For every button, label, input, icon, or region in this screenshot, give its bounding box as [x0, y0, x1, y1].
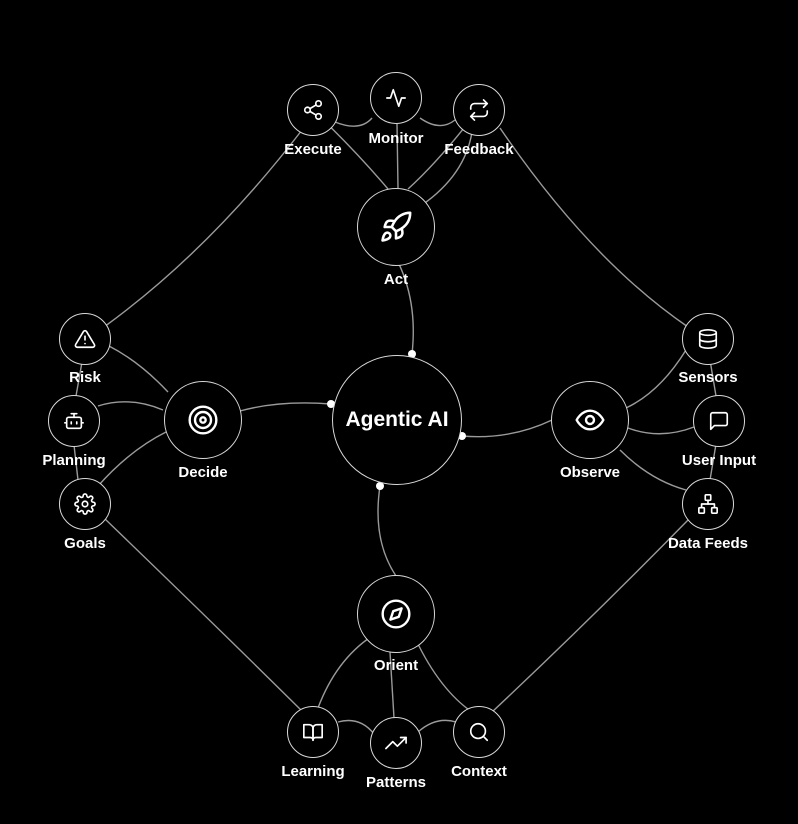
- edge-execute-risk: [103, 129, 303, 328]
- edge-orient-patterns: [389, 651, 395, 719]
- search-icon: [469, 722, 489, 742]
- label-act: Act: [383, 271, 409, 288]
- edge-planning-goals: [73, 444, 79, 481]
- network-icon: [698, 494, 718, 514]
- edge-execute-monitor: [334, 117, 373, 127]
- edge-observe-userinput: [627, 426, 695, 435]
- edge-decide-risk: [108, 345, 169, 393]
- junction-dot: [458, 432, 466, 440]
- label-decide: Decide: [178, 464, 228, 481]
- chat-icon: [709, 411, 729, 431]
- trending-up-icon: [385, 736, 407, 750]
- node-risk[interactable]: [59, 313, 111, 365]
- label-observe: Observe: [559, 464, 621, 481]
- edge-orient-context: [415, 639, 473, 713]
- edge-feedback-sensors: [499, 127, 689, 328]
- label-data-feeds: Data Feeds: [667, 535, 749, 552]
- edge-risk-planning: [75, 361, 83, 397]
- center-node[interactable]: Agentic AI: [332, 355, 462, 485]
- node-decide[interactable]: [164, 381, 242, 459]
- compass-icon: [381, 599, 411, 629]
- eye-icon: [575, 409, 605, 431]
- node-sensors[interactable]: [682, 313, 734, 365]
- edge-center-act: [395, 257, 414, 355]
- edge-sensors-userinput: [709, 359, 717, 397]
- label-sensors: Sensors: [678, 369, 738, 386]
- node-execute[interactable]: [287, 84, 339, 136]
- edge-center-orient: [377, 485, 397, 577]
- label-goals: Goals: [64, 535, 106, 552]
- activity-icon: [386, 88, 406, 108]
- junction-dot: [327, 400, 335, 408]
- label-user-input: User Input: [681, 452, 757, 469]
- edge-observe-datafeeds: [619, 449, 687, 491]
- share-icon: [303, 100, 323, 120]
- database-icon: [698, 329, 718, 349]
- label-context: Context: [451, 763, 507, 780]
- repeat-icon: [469, 99, 489, 121]
- junction-dot: [408, 350, 416, 358]
- node-observe[interactable]: [551, 381, 629, 459]
- edge-patterns-context: [417, 719, 457, 733]
- edge-monitor-feedback: [419, 117, 456, 127]
- node-act[interactable]: [357, 188, 435, 266]
- label-risk: Risk: [69, 369, 101, 386]
- node-orient[interactable]: [357, 575, 435, 653]
- label-planning: Planning: [42, 452, 106, 469]
- edge-center-decide: [239, 402, 332, 412]
- edge-orient-learning: [317, 635, 373, 709]
- junction-dot: [376, 482, 384, 490]
- node-data-feeds[interactable]: [682, 478, 734, 530]
- edge-decide-goals: [97, 431, 167, 487]
- node-context[interactable]: [453, 706, 505, 758]
- center-label: Agentic AI: [345, 408, 449, 431]
- label-orient: Orient: [373, 657, 419, 674]
- book-icon: [303, 723, 323, 742]
- edge-act-monitor: [396, 123, 399, 189]
- label-execute: Execute: [284, 141, 342, 158]
- edge-act-feedback-2: [421, 131, 473, 206]
- warning-icon: [74, 329, 96, 349]
- edge-center-observe: [461, 419, 553, 438]
- node-feedback[interactable]: [453, 84, 505, 136]
- gear-icon: [74, 493, 96, 515]
- edge-decide-planning: [97, 401, 164, 411]
- label-patterns: Patterns: [365, 774, 427, 791]
- label-monitor: Monitor: [368, 130, 424, 147]
- node-monitor[interactable]: [370, 72, 422, 124]
- edge-learning-patterns: [337, 719, 375, 735]
- node-planning[interactable]: [48, 395, 100, 447]
- label-learning: Learning: [281, 763, 345, 780]
- node-user-input[interactable]: [693, 395, 745, 447]
- edge-goals-learning: [103, 517, 304, 713]
- edge-datafeeds-context: [491, 517, 691, 713]
- node-patterns[interactable]: [370, 717, 422, 769]
- robot-icon: [64, 412, 84, 430]
- node-learning[interactable]: [287, 706, 339, 758]
- rocket-icon: [381, 211, 412, 242]
- label-feedback: Feedback: [444, 141, 514, 158]
- edge-userinput-datafeeds: [709, 443, 717, 481]
- node-goals[interactable]: [59, 478, 111, 530]
- edge-observe-sensors: [625, 349, 687, 409]
- target-icon: [188, 405, 218, 435]
